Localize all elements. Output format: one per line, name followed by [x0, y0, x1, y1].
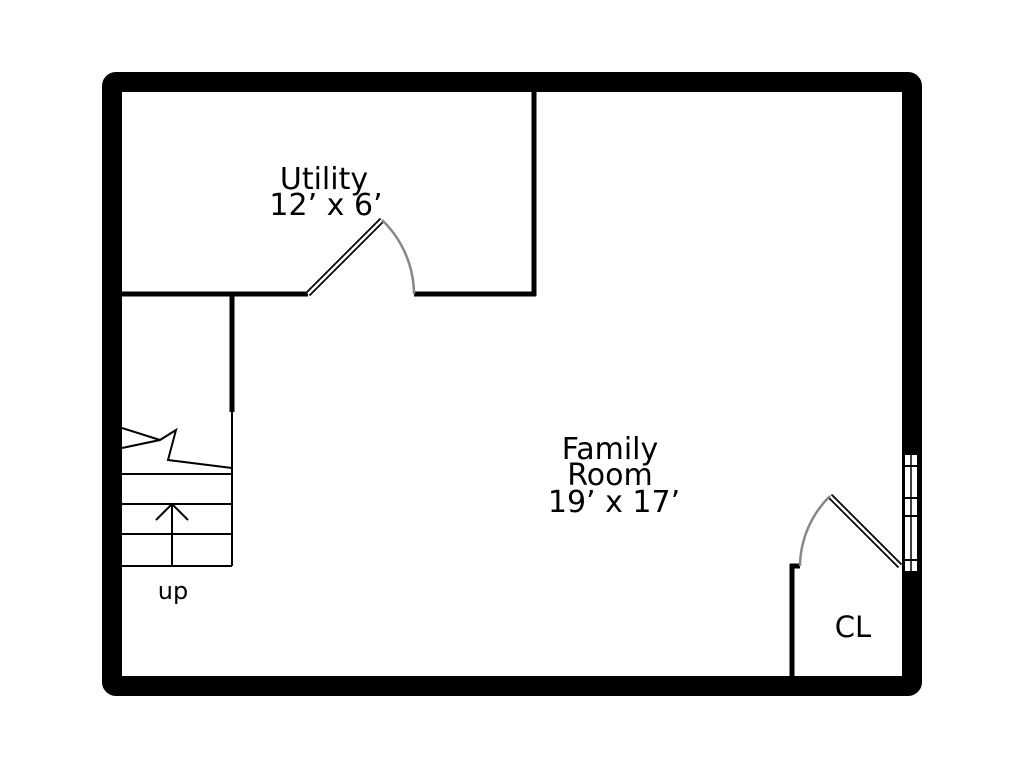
family-room-dimensions: 19’ x 17’ [548, 485, 680, 520]
family-room-name-line1: Family [562, 432, 659, 467]
utility-door [305, 217, 416, 297]
stairs-up-label: up [158, 577, 188, 605]
stair-break-line [121, 427, 233, 469]
exterior-walls [102, 72, 922, 696]
closet-door [798, 493, 903, 569]
closet-walls [789, 563, 800, 680]
utility-room-name: Utility [280, 162, 368, 197]
stairs-up-arrow-icon [155, 502, 189, 566]
closet-label: CL [835, 610, 871, 644]
utility-room-dimensions: 12’ x 6’ [269, 188, 382, 223]
window-right-wall [903, 453, 919, 573]
closet-door-swing [798, 495, 831, 567]
utility-door-swing [381, 219, 416, 295]
stairs [121, 427, 233, 567]
family-room-name-line2: Room [567, 458, 652, 493]
exterior-wall-outline [102, 72, 922, 696]
utility-walls [122, 92, 537, 297]
